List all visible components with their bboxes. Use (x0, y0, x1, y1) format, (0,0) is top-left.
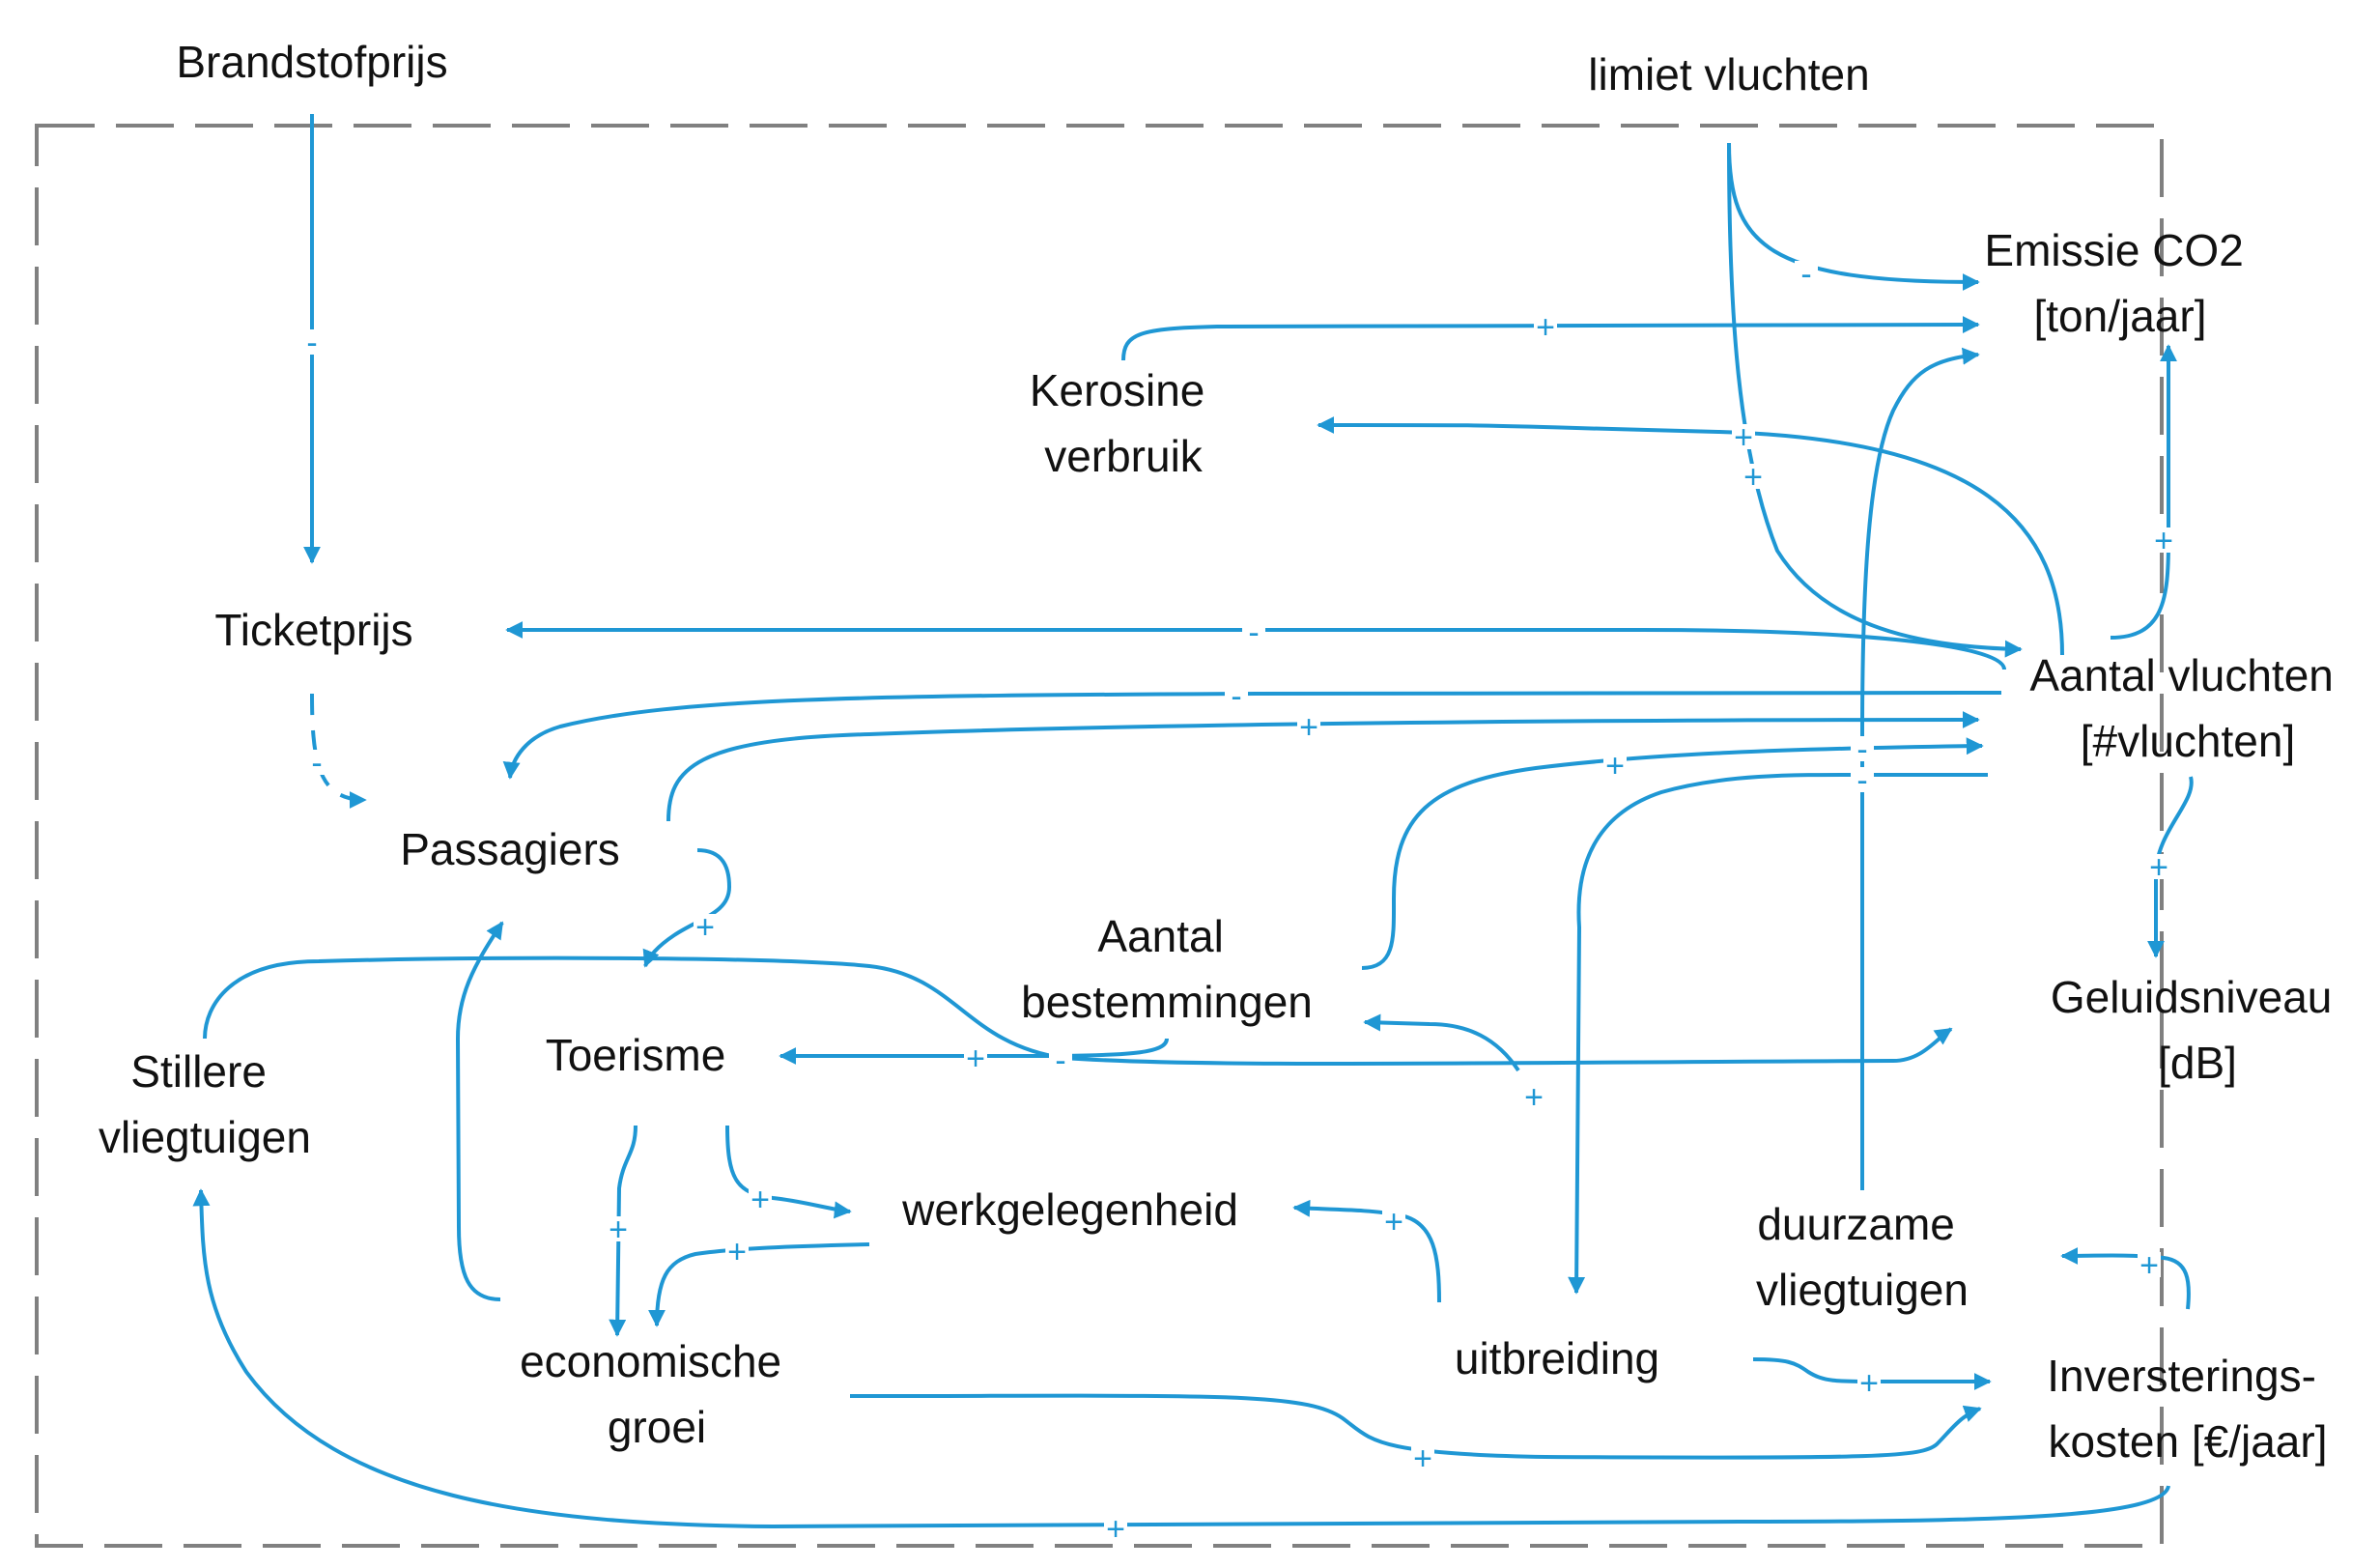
link-arrow-toerisme-werkgelegenheid (725, 1125, 852, 1219)
link-sign-uitbreiding-werkgelegenheid: + (1384, 1204, 1403, 1240)
link-sign-background (1225, 683, 1248, 708)
link-arrow-toerisme-economische-groei (609, 1125, 638, 1337)
node-geluidsniveau: Geluidsniveau [dB] (2051, 972, 2344, 1088)
system-boundary (35, 124, 2164, 1548)
link-arrow-passagiers-toerisme (642, 848, 732, 968)
link-sign-ticketprijs-passagiers: - (311, 745, 322, 782)
node-passagiers: Passagiers (400, 824, 620, 874)
node-brandstofprijs: Brandstofprijs (176, 37, 447, 87)
link-sign-background (1411, 1445, 1434, 1470)
link-sign-background (1732, 424, 1755, 449)
link-sign-background (1242, 619, 1265, 644)
link-sign-passagiers-aantal-vluchten: + (1299, 709, 1318, 746)
link-arrow-werkgelegenheid-economische-groei (648, 1242, 870, 1327)
link-sign-background (2152, 527, 2175, 553)
link-sign-background (1742, 464, 1765, 489)
node-uitbreiding: uitbreiding (1455, 1333, 1659, 1383)
node-toerisme: Toerisme (546, 1030, 726, 1080)
link-arrow-passagiers-aantal-vluchten (666, 711, 1980, 822)
link-sign-background (2138, 1252, 2161, 1277)
link-sign-aantal-bestemmingen-aantal-vluchten: + (1605, 748, 1625, 784)
link-sign-limiet-vluchten-aantal-vluchten: + (1743, 459, 1763, 496)
link-sign-background (1049, 1047, 1072, 1072)
link-sign-background (2147, 854, 2170, 879)
link-arrow-kerosine-emissie (1121, 316, 1980, 361)
link-arrow-uitbreiding-werkgelegenheid (1292, 1199, 1441, 1303)
node-werkgelegenheid: werkgelegenheid (901, 1184, 1238, 1235)
variable-labels: Brandstofprijs limiet vluchten Emissie C… (99, 37, 2345, 1467)
link-sign-background (607, 1216, 630, 1241)
link-arrow-duurzame-emissie (1860, 347, 1980, 1190)
node-stillere-vliegtuigen: Stillere vliegtuigen (99, 1046, 311, 1162)
node-aantal-vluchten: Aantal vluchten [#vluchten] (2029, 650, 2345, 766)
link-sign-background (305, 750, 328, 775)
link-sign-toerisme-economische-groei: + (609, 1212, 628, 1248)
link-sign-background (300, 329, 324, 355)
link-arrow-investeringskosten-duurzame (2060, 1246, 2191, 1310)
link-sign-aantal-vluchten-emissie-co2: + (2154, 523, 2173, 559)
node-limiet-vluchten: limiet vluchten (1588, 49, 1869, 100)
link-sign-background (1851, 767, 1874, 792)
node-kerosine-verbruik: Kerosine verbruik (1030, 365, 1217, 481)
link-sign-economische-groei-investeringskosten: + (1413, 1440, 1432, 1477)
link-sign-aantal-vluchten-kerosine-verbruik: + (1734, 419, 1753, 456)
link-sign-background (1104, 1516, 1127, 1541)
link-sign-duurzame-vliegtuigen-emissie-co2: - (1856, 731, 1867, 768)
link-sign-background (1534, 314, 1557, 339)
link-arrow-economische-groei-passagiers (455, 921, 504, 1301)
link-sign-background (1795, 261, 1818, 286)
link-sign-background (749, 1186, 772, 1212)
link-sign-background (1603, 753, 1627, 778)
link-sign-aantal-vluchten-uitbreiding: - (1856, 762, 1867, 799)
link-sign-background (1851, 736, 1874, 761)
link-sign-stillere-vliegtuigen-geluidsniveau: - (1055, 1042, 1065, 1079)
link-arrow-aantal-vluchten-ticketprijs (505, 621, 2006, 670)
link-arrow-aantal-vluchten-passagiers (502, 691, 2002, 780)
link-arrow-limiet-vluchten-aantal-vluchten (1727, 142, 2023, 658)
node-emissie-co2: Emissie CO2 [ton/jaar] (1984, 225, 2255, 341)
link-sign-aantal-vluchten-passagiers: - (1231, 678, 1241, 715)
link-sign-aantal-bestemmingen-toerisme: + (966, 1041, 985, 1077)
link-sign-background (1522, 1084, 1545, 1109)
link-sign-aantal-vluchten-ticketprijs: - (1248, 614, 1259, 651)
link-sign-background (964, 1045, 987, 1070)
link-signs: ---++++--++--+++-+++++++++ (300, 256, 2175, 1548)
link-sign-background (1297, 714, 1320, 739)
link-sign-uitbreiding-aantal-bestemmingen: + (1524, 1079, 1544, 1116)
link-sign-toerisme-werkgelegenheid: + (751, 1182, 770, 1218)
link-sign-limiet-vluchten-emissie-co2: - (1800, 256, 1811, 293)
node-ticketprijs: Ticketprijs (214, 605, 412, 655)
node-duurzame-vliegtuigen: duurzame vliegtuigen (1756, 1199, 1969, 1315)
link-arrow-aantal-vluchten-kerosine (1317, 416, 2064, 656)
node-aantal-bestemmingen: Aantal bestemmingen (1021, 911, 1313, 1027)
node-economische-groei: economische groei (520, 1336, 794, 1452)
link-sign-kerosine-verbruik-emissie-co2: + (1536, 309, 1555, 346)
link-arrow-aantal-vluchten-uitbreiding (1568, 772, 1988, 1295)
link-sign-werkgelegenheid-economische-groei: + (727, 1234, 747, 1270)
link-arrows (192, 114, 2194, 1529)
link-arrow-limiet-vluchten-emissie (1727, 142, 1980, 291)
node-investeringskosten: Inversterings- kosten [€/jaar] (2047, 1351, 2328, 1467)
link-sign-brandstofprijs-ticketprijs: - (306, 325, 317, 361)
link-arrow-uitbreiding-bestemmingen (1363, 1013, 1520, 1072)
link-sign-investeringskosten-duurzame-vliegtuigen: + (2139, 1247, 2159, 1284)
link-sign-background (694, 914, 717, 939)
link-arrow-bestemmingen-aantal-vluchten (1361, 737, 1984, 970)
link-sign-investeringskosten-stillere-vliegtuigen: + (1106, 1511, 1125, 1548)
link-sign-background (1857, 1370, 1881, 1395)
link-sign-aantal-vluchten-geluidsniveau: + (2149, 849, 2168, 886)
link-sign-background (725, 1239, 749, 1264)
link-arrow-economische-groei-investeringskosten (849, 1393, 1982, 1460)
link-arrow-investeringskosten-stillere (192, 1188, 2170, 1529)
link-sign-background (1382, 1209, 1405, 1234)
link-sign-passagiers-toerisme: + (695, 909, 715, 946)
link-arrow-stillere-geluidsniveau (203, 955, 1953, 1067)
link-sign-uitbreiding-investeringskosten: + (1859, 1365, 1879, 1402)
